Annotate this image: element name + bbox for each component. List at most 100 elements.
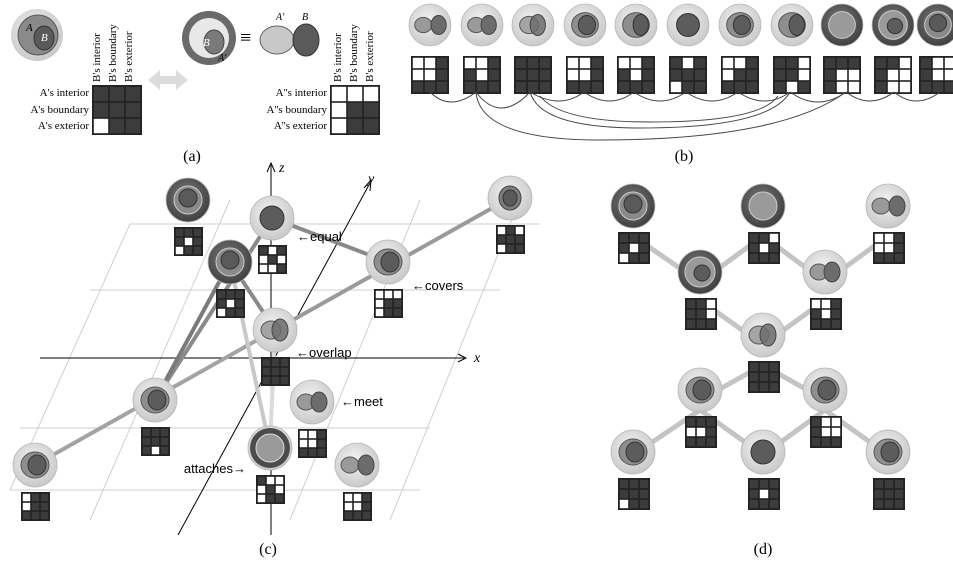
matrix-cell: [618, 69, 630, 81]
matrix-cell: [874, 233, 884, 243]
matrix-cell: [579, 69, 591, 81]
matrix-cell: [436, 69, 448, 81]
matrix-cell: [22, 502, 31, 511]
matrix-cell: [235, 299, 244, 308]
panel-c-node-matrix: [298, 429, 327, 458]
matrix-cell: [308, 430, 317, 439]
matrix-cell: [506, 226, 515, 235]
matrix-relation-right: [330, 85, 380, 135]
matrix-cell: [821, 309, 831, 319]
matrix-cell: [160, 428, 169, 437]
matrix-cell: [769, 382, 779, 392]
matrix-cell: [811, 319, 821, 329]
panel-c-node-matrix: [343, 492, 372, 521]
matrix-cell: [464, 57, 476, 69]
matrix-cell: [567, 81, 579, 93]
matrix-cell: [464, 69, 476, 81]
panel-b: (b): [408, 3, 953, 165]
matrix-cell: [347, 118, 363, 134]
matrix-cell: [619, 253, 629, 263]
region-b: [828, 11, 856, 39]
matrix-cell: [193, 246, 202, 255]
matrix-cell: [821, 319, 831, 329]
region-b: [732, 14, 752, 36]
matrix-cell: [696, 309, 706, 319]
matrix-cell: [436, 57, 448, 69]
region-b: [178, 188, 198, 208]
panel-d-node-icon: [865, 183, 911, 229]
matrix-cell: [746, 69, 758, 81]
panel-a-matrix-right: [330, 85, 380, 135]
panel-d-nodes: [610, 183, 911, 510]
panel-d-node-icon: [610, 183, 656, 229]
matrix-cell: [275, 476, 284, 485]
matrix-cell: [280, 367, 289, 376]
matrix-cell: [696, 319, 706, 329]
panel-d-node-icon: [802, 367, 848, 413]
matrix-cell: [642, 69, 654, 81]
panel-b-region-icon: [408, 3, 452, 47]
matrix-cell: [884, 479, 894, 489]
matrix-cell: [686, 437, 696, 447]
matrix-cell: [299, 448, 308, 457]
matrix-cell: [331, 118, 347, 134]
matrix-cell: [769, 489, 779, 499]
panel-b-region-icons: [408, 3, 953, 47]
matrix-cell: [331, 102, 347, 118]
matrix-cell: [424, 57, 436, 69]
matrix-cell: [798, 81, 810, 93]
matrix-cell: [151, 446, 160, 455]
matrix-cell: [774, 69, 786, 81]
matrix-cell: [362, 493, 371, 502]
matrix-cell: [629, 489, 639, 499]
matrix-cell: [821, 437, 831, 447]
matrix-cell: [277, 255, 286, 264]
matrix-cell: [347, 102, 363, 118]
region-a-label: A: [25, 22, 33, 34]
matrix-cell: [317, 448, 326, 457]
region-b: [886, 17, 904, 35]
panel-a-complement-pair: B A': [182, 11, 236, 65]
matrix-cell: [629, 243, 639, 253]
matrix-cell: [836, 81, 848, 93]
matrix-cell: [235, 308, 244, 317]
matrix-cell: [639, 243, 649, 253]
matrix-cell: [184, 237, 193, 246]
row-label-a2-boundary: A''s boundary: [267, 104, 328, 116]
matrix-cell: [436, 81, 448, 93]
matrix-cell: [217, 290, 226, 299]
panel-b-region-icon: [718, 3, 762, 47]
panel-c-node-matrix: [21, 492, 50, 521]
matrix-cell: [848, 81, 860, 93]
matrix-cell: [786, 69, 798, 81]
matrix-cell: [539, 69, 551, 81]
matrix-cell: [579, 57, 591, 69]
matrix-cell: [831, 309, 841, 319]
matrix-cell: [280, 358, 289, 367]
panel-c-node-matrix: [258, 245, 287, 274]
matrix-cell: [722, 81, 734, 93]
axis-z-label: z: [278, 161, 285, 176]
matrix-cell: [464, 81, 476, 93]
panel-b-matrix: [566, 56, 604, 94]
matrix-cell: [749, 382, 759, 392]
panel-c-node-matrix: [496, 225, 525, 254]
matrix-cell: [920, 69, 932, 81]
panel-d-node-icon: [740, 429, 786, 475]
matrix-cell: [749, 362, 759, 372]
matrix-cell: [275, 485, 284, 494]
matrix-cell: [769, 372, 779, 382]
panel-d-node-matrix: [685, 416, 717, 448]
matrix-cell: [759, 499, 769, 509]
double-arrow-icon: [148, 70, 188, 90]
col-header-b-interior: B's interior: [91, 33, 103, 82]
complement-label-bottom: A': [217, 53, 227, 64]
matrix-cell: [353, 493, 362, 502]
panel-c-node-icon: [12, 442, 58, 488]
col-header-b-exterior-right: B's exterior: [364, 31, 376, 82]
matrix-cell: [506, 235, 515, 244]
panel-d-node-matrix: [748, 361, 780, 393]
matrix-cell: [277, 246, 286, 255]
matrix-cell: [686, 427, 696, 437]
matrix-cell: [696, 427, 706, 437]
